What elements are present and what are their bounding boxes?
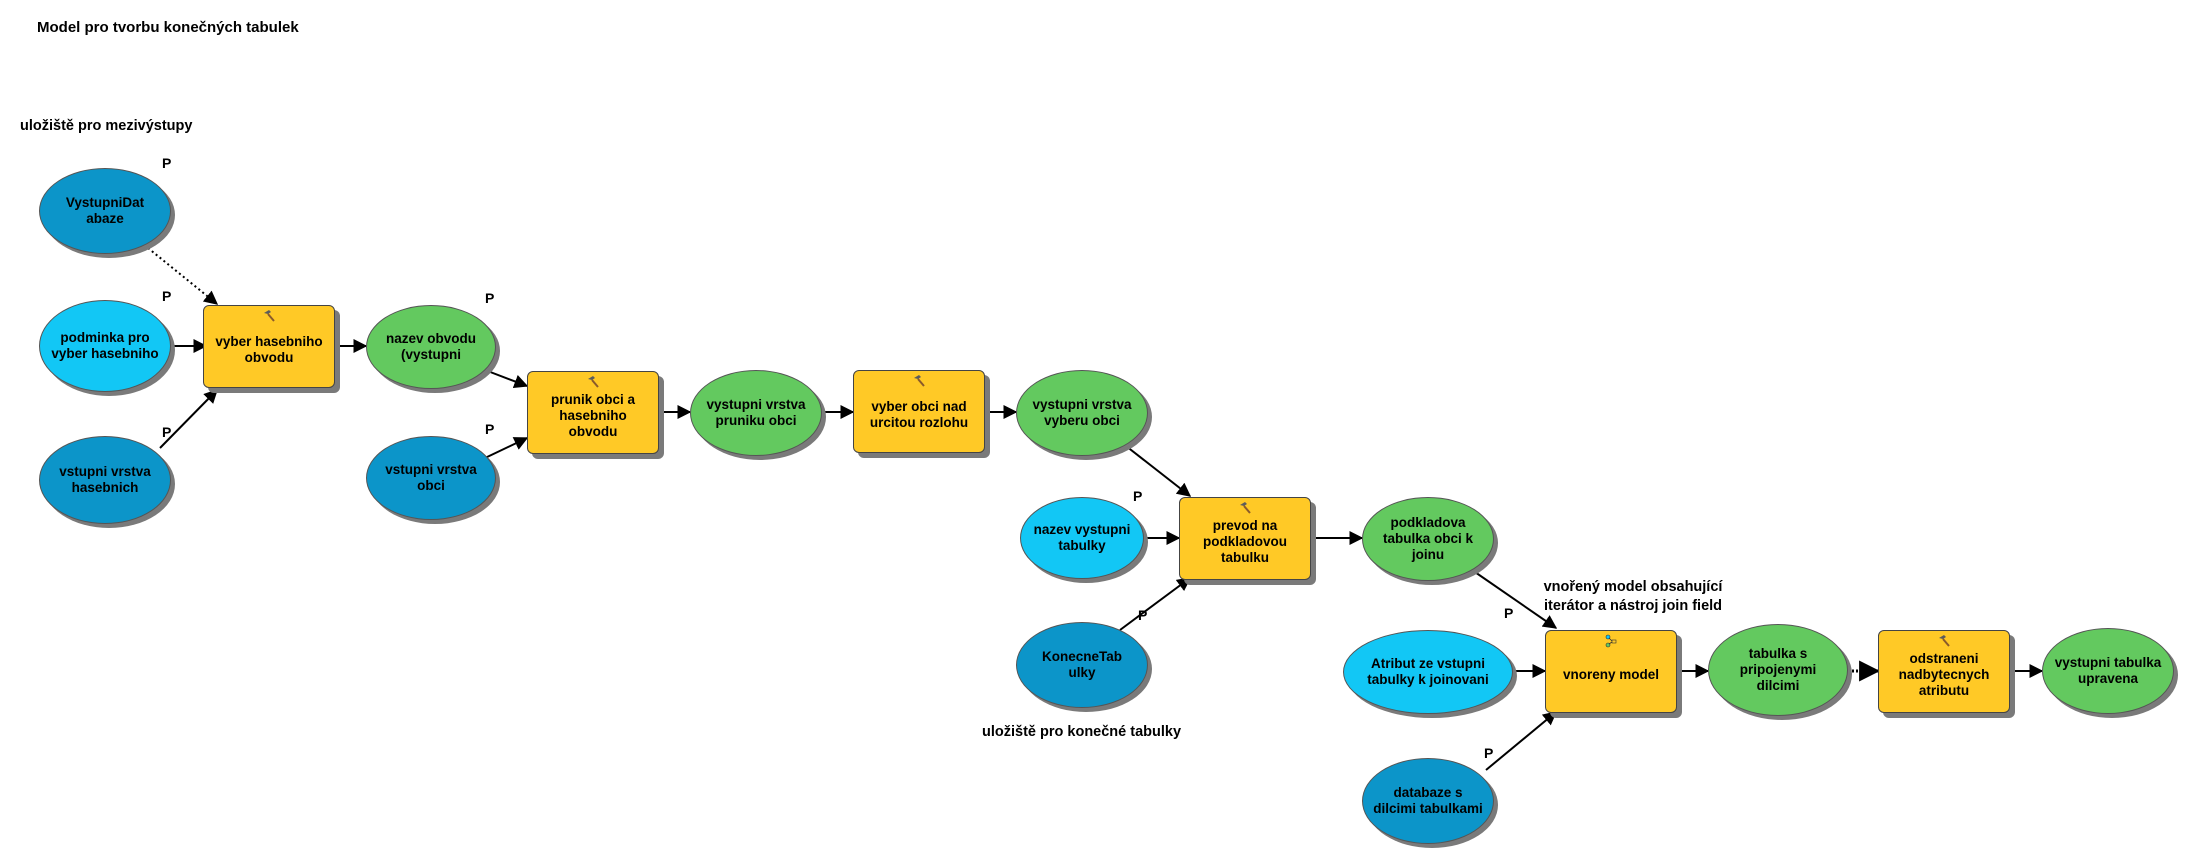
tool-label: vyber hasebniho obvodu [215,333,323,365]
hammer-icon [588,376,599,388]
node-konecne-tabulky[interactable]: KonecneTab ulky [1016,622,1148,708]
model-icon [1605,634,1617,648]
tool-vyber-obci[interactable]: vyber obci nad urcitou rozlohu [853,370,985,453]
node-nazev-tabulky[interactable]: nazev vystupni tabulky [1020,497,1144,579]
hammer-icon [914,375,925,387]
node-vystupni-upravena[interactable]: vystupni tabulka upravena [2042,628,2174,714]
connector-vyberu-to-prevod [1125,445,1192,497]
node-label: KonecneTab ulky [1041,649,1122,680]
node-label: tabulka s pripojenymi dilcimi [1739,646,1817,693]
node-vystupni-pruniku[interactable]: vystupni vrstva pruniku obci [690,370,822,456]
node-label: vstupni vrstva hasebnich [59,464,151,495]
connector-konecne-to-prevod [1119,577,1192,631]
model-title: Model pro tvorbu konečných tabulek [37,19,299,36]
node-databaze-dilci[interactable]: databaze s dilcimi tabulkami [1362,758,1494,844]
tool-vyber-hasebniho[interactable]: vyber hasebniho obvodu [203,305,335,388]
connector-obci-to-prunik [484,437,529,459]
param-marker: P [485,290,495,306]
node-podkladova-tabulka[interactable]: podkladova tabulka obci k joinu [1362,497,1494,581]
param-marker: P [485,421,495,437]
final-storage-note: uložiště pro konečné tabulky [982,724,1182,740]
tool-prevod[interactable]: prevod na podkladovou tabulku [1179,497,1311,580]
hammer-icon [1939,635,1950,647]
node-label: vystupni vrstva pruniku obci [706,397,806,428]
hammer-icon [264,310,275,322]
connector-podkladova-to-vnoreny [1471,569,1558,629]
node-label: nazev obvodu (vystupni [385,331,476,362]
param-marker: P [1133,488,1143,504]
node-label: vystupni tabulka upravena [2054,655,2162,686]
tool-label: prevod na podkladovou tabulku [1203,517,1287,565]
tool-label: vnoreny model [1562,666,1660,682]
tool-label: vyber obci nad urcitou rozlohu [869,398,969,430]
node-vystupni-vyberu[interactable]: vystupni vrstva vyberu obci [1016,370,1148,456]
node-label: databaze s dilcimi tabulkami [1373,785,1483,816]
tool-label: prunik obci a hasebniho obvodu [550,391,635,439]
tool-vnoreny-model[interactable]: vnoreny model [1545,630,1677,713]
interim-storage-note: uložiště pro mezivýstupy [20,118,193,134]
connector-db-to-vyber [147,247,219,305]
node-tabulka-dilci[interactable]: tabulka s pripojenymi dilcimi [1708,624,1848,716]
node-vstupni-obci[interactable]: vstupni vrstva obci [366,436,496,520]
node-label: podminka pro vyber hasebniho [51,330,159,361]
node-label: vystupni vrstva vyberu obci [1032,397,1132,428]
param-marker: P [1484,745,1494,761]
node-label: Atribut ze vstupni tabulky k joinovani [1367,656,1489,687]
nested-model-note: vnořený model obsahující iterátor a nást… [1543,579,1723,614]
param-marker: P [1138,607,1148,623]
param-marker: P [1504,605,1514,621]
node-podminka[interactable]: podminka pro vyber hasebniho [39,300,171,392]
node-label: VystupniDat abaze [65,195,145,226]
param-marker: P [162,288,172,304]
tool-odstraneni[interactable]: odstraneni nadbytecnych atributu [1878,630,2010,713]
connector-nazev-to-prunik [484,369,529,389]
tool-label: odstraneni nadbytecnych atributu [1898,650,1990,698]
node-vystupni-databaze[interactable]: VystupniDat abaze [39,168,171,254]
connector-databaze-to-vnoreny [1485,711,1558,771]
node-vstupni-hasebnich[interactable]: vstupni vrstva hasebnich [39,436,171,524]
node-atribut[interactable]: Atribut ze vstupni tabulky k joinovani [1343,630,1513,714]
node-label: vstupni vrstva obci [385,462,477,493]
node-nazev-obvodu[interactable]: nazev obvodu (vystupni [366,305,496,389]
hammer-icon [1240,502,1251,514]
node-label: nazev vystupni tabulky [1033,522,1131,553]
param-marker: P [162,155,172,171]
tool-prunik[interactable]: prunik obci a hasebniho obvodu [527,371,659,454]
node-label: podkladova tabulka obci k joinu [1382,515,1474,562]
param-marker: P [162,424,172,440]
connector-hasebnich-to-vyber [159,389,218,449]
